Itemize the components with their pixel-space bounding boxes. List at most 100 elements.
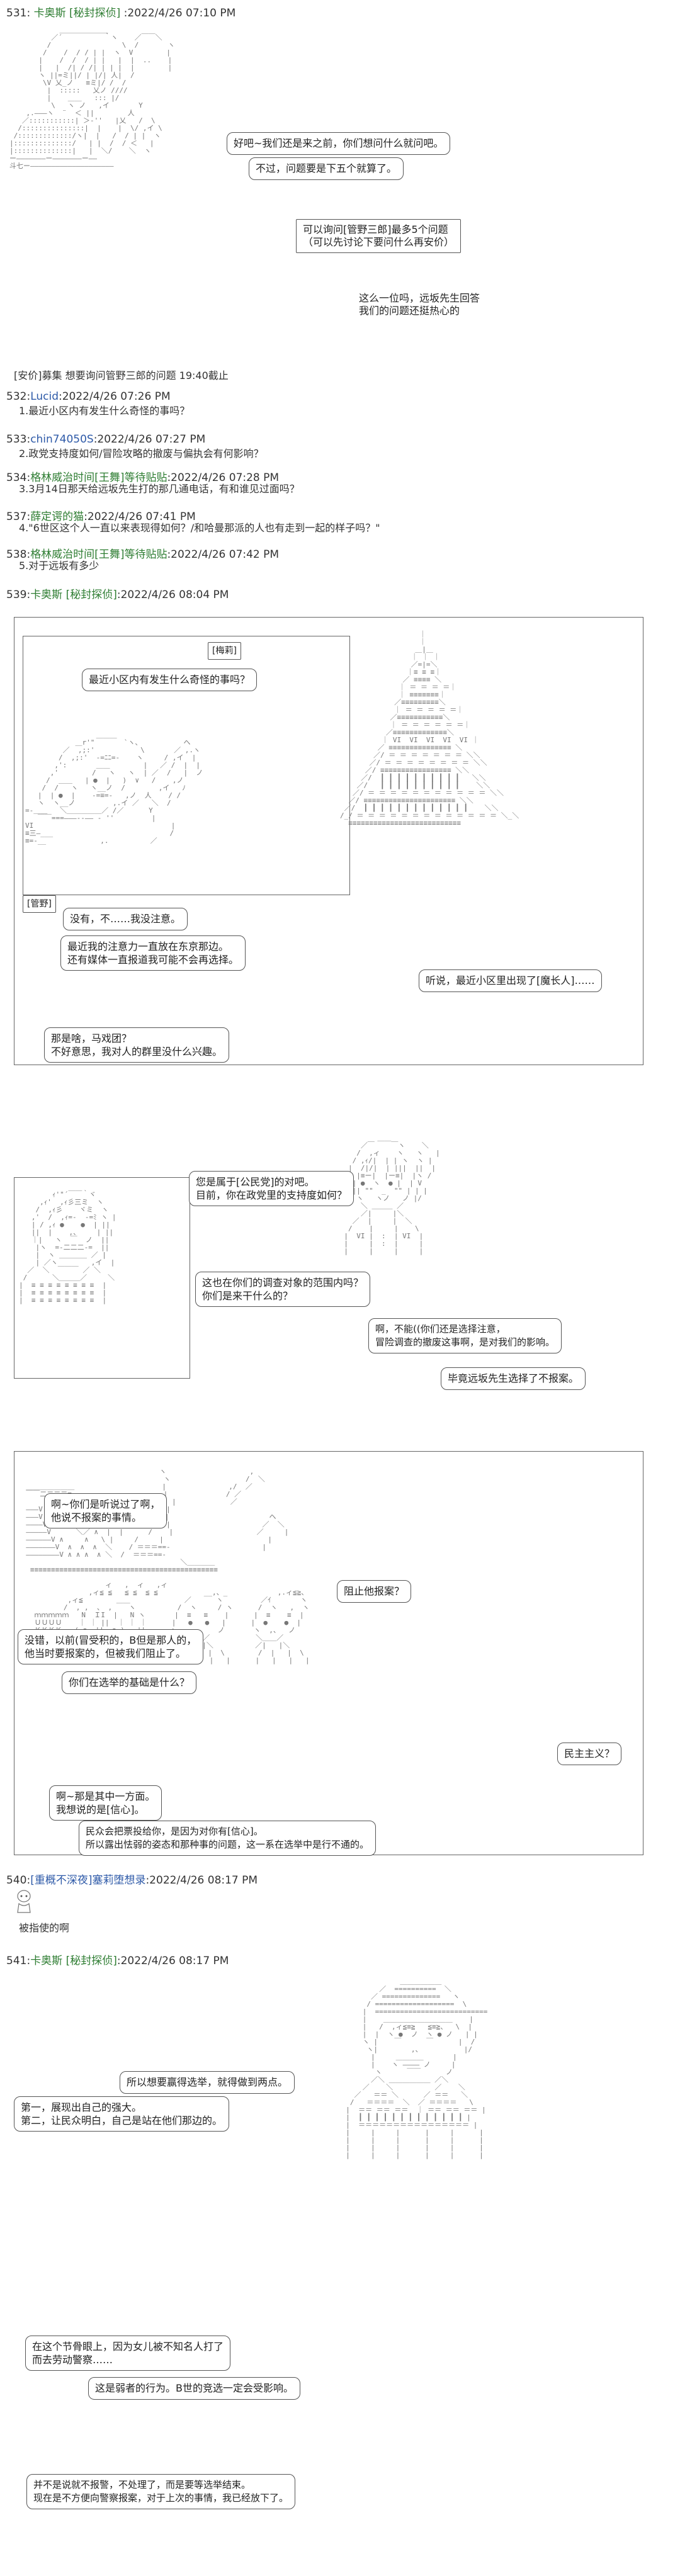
speech-bubble: 好吧~我们还是来之前，你们想问什么就问吧。 (227, 132, 451, 155)
bubble-text: 你们在选举的基础是什么？ (69, 1676, 190, 1688)
post-body: 被指使的啊 (19, 1922, 70, 1934)
speech-bubble: 啊~你们是听说过了啊， 他说不报案的事情。 (44, 1493, 167, 1528)
speech-bubble: 在这个节骨眼上，因为女儿被不知名人打了 而去劳动警察…… (25, 2336, 231, 2371)
ascii-art-face: ｨ'"´￣￣｀ヾ ,ｨ' ,ｨ彡三ミ ヽ / ,ｨ彡 ヾミ ヽ ,' / ,ｨ=… (19, 1190, 116, 1304)
post-header-534: 534:格林威治时间[王舞]等待贴贴:2022/4/26 07:28 PM (6, 468, 279, 484)
bubble-text: 听说，最近小区里出现了[魔长人]…… (426, 974, 595, 986)
name-tag: [管野] (23, 895, 56, 913)
bubble-text: 冒险调查的撤废这事啊，是对我们的影响。 (375, 1336, 555, 1348)
post-header-533: 533:chin74050S:2022/4/26 07:27 PM (6, 433, 205, 446)
poster-name[interactable]: 格林威治时间[王舞]等待贴贴 (30, 548, 167, 561)
bubble-text: 所以想要赢得选举，就得做到两点。 (127, 2076, 288, 2088)
bubble-text: （可以先讨论下要问什么再安价） (303, 236, 455, 248)
speech-bubble: 民主主义？ (557, 1743, 622, 1765)
bubble-text: 你们是来干什么的？ (202, 1290, 293, 1302)
poster-name[interactable]: [重概不深夜]塞莉堕想录 (30, 1874, 146, 1887)
post-header-540: 540:[重概不深夜]塞莉堕想录:2022/4/26 08:17 PM (6, 1871, 258, 1887)
post-number: 537: (6, 511, 31, 523)
speech-bubble: 那是啥，马戏团？ 不好意思，我对人的群里没什么兴趣。 (44, 1027, 230, 1063)
post-number: 531: (6, 7, 31, 20)
name-tag: [梅莉] (208, 642, 241, 660)
bubble-text: 现在是不方便向警察报案，对于上次的事情，我已经放下了。 (33, 2492, 289, 2504)
post-number: 534: (6, 472, 31, 484)
post-date: :2022/4/26 08:04 PM (116, 589, 229, 601)
bubble-text: 最近小区内有发生什么奇怪的事吗？ (89, 674, 251, 686)
speech-bubble: 你们在选举的基础是什么？ (62, 1671, 197, 1694)
speech-bubble: 并不是说就不报警，不处理了，而是要等选举结束。 现在是不方便向警察报案，对于上次… (26, 2474, 296, 2509)
post-date: :2022/4/26 07:27 PM (93, 433, 206, 446)
bubble-text: 第二，让民众明白，自己是站在他们那边的。 (21, 2115, 223, 2127)
poster-name[interactable]: chin74050S (30, 433, 94, 446)
bubble-text: 啊~你们是听说过了啊， (51, 1498, 161, 1510)
bubble-text: 我们的问题还挺热心的 (359, 305, 460, 317)
speech-bubble: 所以想要赢得选举，就得做到两点。 (120, 2071, 295, 2094)
bubble-text: 啊，不能((你们还是选择注意， (375, 1323, 506, 1335)
bubble-text: 没错，以前(冒受积的，B但是那人的， (25, 1634, 197, 1646)
bubble-text: 他当时要报案的，但被我们阻止了。 (25, 1647, 186, 1659)
post-header-532: 532:Lucid:2022/4/26 07:26 PM (6, 390, 171, 403)
bubble-text: 那是啥，马戏团？ (51, 1032, 132, 1044)
speech-bubble: 最近我的注意力一直放在东京那边。 还有媒体一直报道我可能不会再选择。 (60, 935, 246, 971)
ascii-art-figure: ＿＿＿＿＿＿ ／ ========== ＼ ／ ============== ヽ… (346, 1977, 488, 2159)
bubble-text: 不过，问题要是下五个就算了。 (256, 162, 397, 174)
bubble-text: 好吧~我们还是来之前，你们想问什么就问吧。 (234, 137, 444, 149)
post-date: :2022/4/26 07:42 PM (167, 548, 280, 561)
post-body: 1.最近小区内有发生什么奇怪的事吗？ (19, 405, 190, 417)
speech-bubble: 啊，不能((你们还是选择注意， 冒险调查的撤废这事啊，是对我们的影响。 (368, 1318, 562, 1353)
bubble-text: 啊~那是其中一方面。 (56, 1790, 156, 1802)
speech-bubble: 不过，问题要是下五个就算了。 (249, 157, 404, 180)
bubble-text: 所以露出怯弱的姿态和那种事的问题，这一系在选举中是行不通的。 (86, 1839, 370, 1850)
bubble-text: 目前，你在政党里的支持度如何？ (196, 1189, 348, 1201)
ascii-art-figure: ＿＿＿ ＿r'" `ヽ、 ヘ ／ ,;:' \ ／ ,.ヽ / ,;:' -=ﾆ… (25, 731, 203, 845)
poster-name[interactable]: 卡奥斯 [秘封探侦] (30, 589, 117, 601)
speech-bubble: 您是属于[公民党]的对吧。 目前，你在政党里的支持度如何？ (189, 1171, 354, 1206)
bubble-text: 最近我的注意力一直放在东京那边。 (67, 941, 229, 952)
bubble-text: 而去劳动警察…… (32, 2354, 113, 2366)
speech-bubble: 这也在你们的调查对象的范围内吗？ 你们是来干什么的？ (195, 1272, 371, 1307)
post-date: :2022/4/26 08:17 PM (116, 1955, 229, 1967)
post-date: :2022/4/26 08:17 PM (145, 1874, 258, 1887)
post-number: 533: (6, 433, 31, 446)
post-number: 538: (6, 548, 31, 561)
post-header-541: 541:卡奥斯 [秘封探侦]:2022/4/26 08:17 PM (6, 1952, 229, 1967)
post-body: 2.政党支持度如何/冒险攻略的撤废与偏执会有何影响？ (19, 448, 264, 460)
poster-name[interactable]: 卡奥斯 [秘封探侦] (33, 7, 121, 20)
post-number: 532: (6, 390, 31, 403)
post-date: :2022/4/26 07:10 PM (123, 7, 236, 20)
post-body: 3.3月14日那天给远坂先生打的那几通电话，有和谁见过面吗？ (19, 483, 300, 495)
speech-bubble: 这是弱者的行为。B世的竞选一定会受影响。 (88, 2377, 300, 2400)
post-number: 539: (6, 589, 31, 601)
ascii-art-tower: ｜ ｜ ＿|＿ ｜ ｜ ｜ ／=|=＼ ｜≡ ≡ ≡｜ ／ ≡≡≡≡ ＼ ｜ ＝… (340, 630, 519, 827)
bubble-text: 民主主义？ (564, 1748, 615, 1760)
bubble-text: 毕竟远坂先生选择了不报案。 (448, 1372, 579, 1384)
bubble-text: 他说不报案的事情。 (51, 1511, 142, 1523)
comic-panel (14, 1177, 190, 1379)
bubble-text: 第一，展现出自己的强大。 (21, 2101, 142, 2113)
post-header-539: 539:卡奥斯 [秘封探侦]:2022/4/26 08:04 PM (6, 585, 229, 601)
bubble-text: 可以询问[管野三郎]最多5个问题 (303, 223, 448, 235)
post-header-538: 538:格林威治时间[王舞]等待贴贴:2022/4/26 07:42 PM (6, 545, 279, 561)
bubble-text: 并不是说就不报警，不处理了，而是要等选举结束。 (33, 2479, 251, 2490)
post-body: 4."6世区这个人一直以来表现得如何？/和哈曼那派的人也有走到一起的样子吗？" (19, 522, 380, 534)
ascii-art-figure: ＿＿＿＿＿＿＿ ／´ ｀ヽ ／￣￣＼ / \ / ヽ / / / / | | ヽ… (9, 26, 175, 170)
post-date: :2022/4/26 07:28 PM (167, 472, 280, 484)
bubble-text: 这也在你们的调查对象的范围内吗？ (202, 1277, 364, 1289)
post-body: 5.对于远坂有多少 (19, 560, 99, 572)
poster-name[interactable]: 卡奥斯 [秘封探侦] (30, 1955, 117, 1967)
speech-bubble: 听说，最近小区里出现了[魔长人]…… (419, 969, 602, 992)
poster-name[interactable]: 格林威治时间[王舞]等待贴贴 (30, 472, 167, 484)
bubble-text: 您是属于[公民党]的对吧。 (196, 1176, 315, 1188)
post-header-531: 531: 卡奥斯 [秘封探侦] :2022/4/26 07:10 PM (6, 4, 235, 20)
post-date: :2022/4/26 07:26 PM (59, 390, 171, 403)
poster-name[interactable]: 薛定谔的猫 (30, 511, 84, 523)
bubble-text: 还有媒体一直报道我可能不会再选择。 (67, 954, 239, 966)
bubble-text: 这是弱者的行为。B世的竞选一定会受影响。 (95, 2382, 293, 2394)
speech-bubble: 阻止他报案？ (337, 1580, 412, 1603)
speech-bubble: 啊~那是其中一方面。 我想说的是[信心]。 (49, 1785, 162, 1821)
poster-name[interactable]: Lucid (30, 390, 59, 403)
speech-bubble: 第一，展现出自己的强大。 第二，让民众明白，自己是站在他们那边的。 (14, 2096, 230, 2132)
bubble-text: 这么一位吗，远坂先生回答 (359, 292, 480, 304)
bubble-text: 不好意思，我对人的群里没什么兴趣。 (51, 1046, 223, 1058)
post-number: 541: (6, 1955, 31, 1967)
bubble-text: 我想说的是[信心]。 (56, 1804, 145, 1816)
